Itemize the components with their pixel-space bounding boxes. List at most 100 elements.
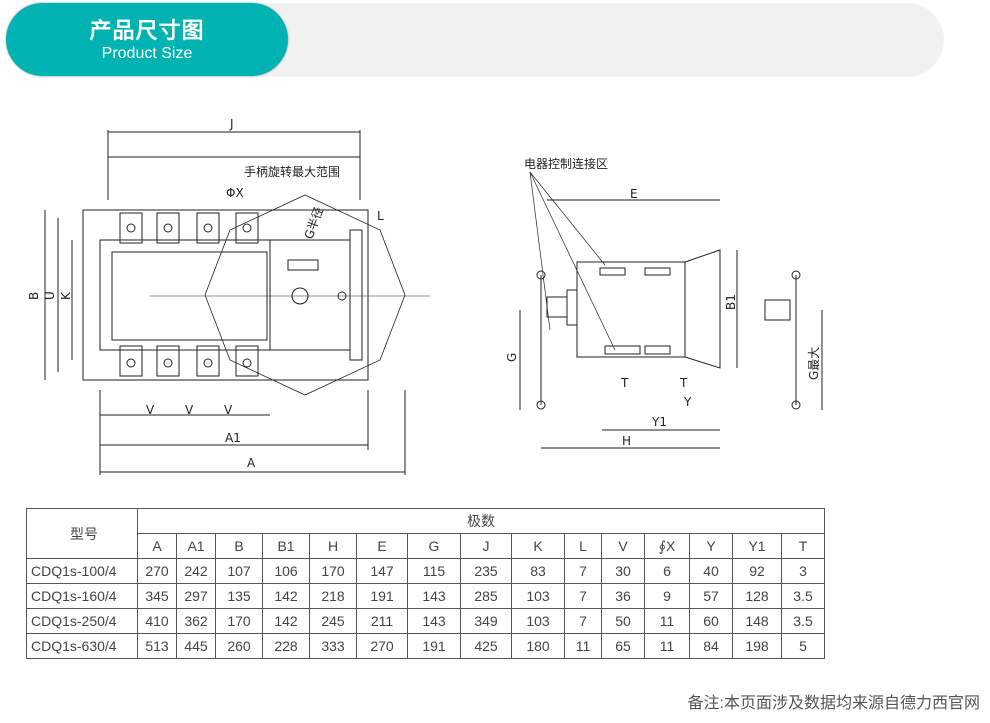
- value-cell: 50: [601, 608, 645, 634]
- value-cell: 147: [356, 558, 408, 584]
- section-title-badge: 产品尺寸图 Product Size: [6, 3, 288, 76]
- column-header: K: [511, 533, 565, 559]
- value-cell: 103: [511, 583, 565, 609]
- value-cell: 106: [262, 558, 310, 584]
- label-L: L: [377, 209, 384, 223]
- label-B: B: [27, 292, 41, 300]
- value-cell: 235: [460, 558, 512, 584]
- column-header: V: [601, 533, 645, 559]
- side-view: [519, 171, 823, 449]
- value-cell: 83: [511, 558, 565, 584]
- value-cell: 143: [407, 608, 461, 634]
- label-handle-range: 手柄旋转最大范围: [244, 164, 340, 179]
- label-U: U: [43, 291, 57, 300]
- label-G: G: [505, 353, 519, 362]
- label-B1: B1: [724, 294, 738, 310]
- column-header: J: [460, 533, 512, 559]
- label-J: J: [229, 117, 234, 131]
- value-cell: 218: [309, 583, 357, 609]
- value-cell: 362: [176, 608, 216, 634]
- value-cell: 349: [460, 608, 512, 634]
- value-cell: 345: [137, 583, 177, 609]
- value-cell: 103: [511, 608, 565, 634]
- value-cell: 170: [309, 558, 357, 584]
- value-cell: 128: [732, 583, 782, 609]
- value-cell: 170: [215, 608, 263, 634]
- value-cell: 285: [460, 583, 512, 609]
- value-cell: 445: [176, 633, 216, 659]
- value-cell: 7: [564, 583, 602, 609]
- model-cell: CDQ1s-160/4: [26, 583, 138, 609]
- model-cell: CDQ1s-100/4: [26, 558, 138, 584]
- label-Y: Y: [683, 395, 692, 409]
- value-cell: 191: [407, 633, 461, 659]
- label-K: K: [59, 291, 73, 300]
- column-header: H: [309, 533, 357, 559]
- value-cell: 107: [215, 558, 263, 584]
- value-cell: 84: [689, 633, 733, 659]
- value-cell: 7: [564, 608, 602, 634]
- value-cell: 9: [644, 583, 690, 609]
- value-cell: 333: [309, 633, 357, 659]
- value-cell: 270: [356, 633, 408, 659]
- value-cell: 242: [176, 558, 216, 584]
- value-cell: 228: [262, 633, 310, 659]
- value-cell: 142: [262, 608, 310, 634]
- value-cell: 297: [176, 583, 216, 609]
- poles-header: 极数: [137, 508, 825, 534]
- column-header: Y: [689, 533, 733, 559]
- label-T: T: [620, 376, 629, 390]
- value-cell: 198: [732, 633, 782, 659]
- value-cell: 7: [564, 558, 602, 584]
- value-cell: 270: [137, 558, 177, 584]
- label-T: T: [679, 376, 688, 390]
- value-cell: 148: [732, 608, 782, 634]
- value-cell: 92: [732, 558, 782, 584]
- label-Y1: Y1: [651, 415, 667, 429]
- value-cell: 11: [564, 633, 602, 659]
- column-header: L: [564, 533, 602, 559]
- column-header: Y1: [732, 533, 782, 559]
- label-G-max: G最大: [807, 347, 821, 380]
- value-cell: 211: [356, 608, 408, 634]
- label-V: V: [224, 403, 233, 417]
- column-header: E: [356, 533, 408, 559]
- label-A: A: [247, 456, 256, 470]
- value-cell: 245: [309, 608, 357, 634]
- label-V: V: [146, 403, 155, 417]
- value-cell: 57: [689, 583, 733, 609]
- value-cell: 65: [601, 633, 645, 659]
- column-header: A: [137, 533, 177, 559]
- column-header: ∮X: [644, 533, 690, 559]
- value-cell: 6: [644, 558, 690, 584]
- label-V: V: [185, 403, 194, 417]
- dimension-drawing: J 手柄旋转最大范围 ΦX L G半径 B U K V V V A1 A 电器控…: [27, 117, 823, 475]
- value-cell: 30: [601, 558, 645, 584]
- value-cell: 513: [137, 633, 177, 659]
- label-H: H: [622, 434, 631, 448]
- value-cell: 425: [460, 633, 512, 659]
- value-cell: 191: [356, 583, 408, 609]
- front-view: [44, 130, 430, 475]
- value-cell: 3.5: [781, 608, 825, 634]
- value-cell: 36: [601, 583, 645, 609]
- column-header: T: [781, 533, 825, 559]
- column-header: B: [215, 533, 263, 559]
- label-A1: A1: [225, 431, 241, 445]
- title-cn: 产品尺寸图: [89, 19, 205, 44]
- value-cell: 5: [781, 633, 825, 659]
- label-phiX: ΦX: [226, 186, 244, 200]
- value-cell: 40: [689, 558, 733, 584]
- column-header: G: [407, 533, 461, 559]
- label-E: E: [630, 187, 638, 201]
- model-header: 型号: [26, 508, 138, 559]
- value-cell: 142: [262, 583, 310, 609]
- model-cell: CDQ1s-250/4: [26, 608, 138, 634]
- value-cell: 3: [781, 558, 825, 584]
- value-cell: 260: [215, 633, 263, 659]
- column-header: A1: [176, 533, 216, 559]
